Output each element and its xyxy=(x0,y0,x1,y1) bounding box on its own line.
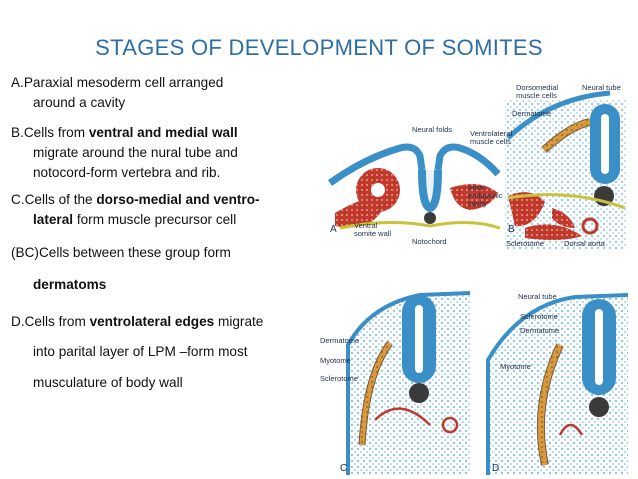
label-embryonic: embryonic xyxy=(468,191,503,200)
bullet-c: C.Cells of the dorso-medial and ventro- … xyxy=(11,190,260,230)
slide-title: STAGES OF DEVELOPMENT OF SOMITES xyxy=(95,34,543,60)
label-notochord: Notochord xyxy=(412,237,447,246)
bullet-bc-bold: dermatoms xyxy=(33,277,107,292)
label-dermatome-c: Dermatome xyxy=(320,336,359,345)
panel-b-letter: B xyxy=(508,224,515,235)
bullet-b-prefix: B.Cells from xyxy=(11,125,89,140)
label-dorsal-aorta: Dorsal aorta xyxy=(564,239,606,248)
label-neural-folds: Neural folds xyxy=(412,125,452,134)
panel-c-letter: C xyxy=(340,463,347,474)
bullet-c-bold1: dorso-medial and ventro- xyxy=(96,192,260,207)
bullet-bc-line1: (BC)Cells between these group form xyxy=(11,245,231,260)
bullet-d-2: into parital layer of LPM –form most xyxy=(11,342,248,362)
label-ventrolateral-muscle: muscle cells xyxy=(470,137,511,146)
panel-a: Neural folds A Ventral somite wall Notoc… xyxy=(327,125,501,246)
label-ventral: Ventral xyxy=(354,221,378,230)
bullet-d-prefix: D.Cells from xyxy=(11,314,90,329)
figure-panels-ab: Neural folds A Ventral somite wall Notoc… xyxy=(327,83,627,250)
bullet-d-line2: into parital layer of LPM –form most xyxy=(33,344,248,359)
bullet-c-prefix: C.Cells of the xyxy=(11,192,97,207)
bullet-c-suffix: form muscle precursor cell xyxy=(73,212,237,227)
label-neural-tube-d: Neural tube xyxy=(518,292,557,301)
panel-d: Neural tube Sclerotome Dermatome Myotome… xyxy=(486,292,629,475)
bullet-b-line2: migrate around the nural tube and xyxy=(33,145,238,160)
bullet-a-line2: around a cavity xyxy=(33,95,126,110)
bullet-c-bold2: lateral xyxy=(33,212,74,227)
panel-b: B Dorsomedial muscle cells Neural tube D… xyxy=(468,83,627,250)
bullet-b: B.Cells from ventral and medial wall mig… xyxy=(11,123,238,183)
bullet-b-bold: ventral and medial wall xyxy=(88,125,238,140)
panel-a-letter: A xyxy=(330,224,337,235)
panel-d-letter: D xyxy=(492,463,499,474)
bullet-bc-dermatoms: dermatoms xyxy=(11,275,106,295)
bullet-b-line3: notocord-form vertebra and rib. xyxy=(33,165,221,180)
label-dermatome-b: Dermatome xyxy=(512,109,551,118)
label-sclerotome-d: Sclerotome xyxy=(520,312,558,321)
label-intra: Intra- xyxy=(468,183,486,192)
bullet-a: A.Paraxial mesoderm cell arranged around… xyxy=(11,73,223,113)
bullet-d-line3: musculature of body wall xyxy=(33,375,183,390)
label-neural-tube-b: Neural tube xyxy=(582,83,621,92)
label-dorsomedial-muscle: muscle cells xyxy=(516,91,557,100)
label-myotome-d: Myotome xyxy=(500,362,531,371)
bullet-d-3: musculature of body wall xyxy=(11,373,183,393)
label-somite-wall: somite wall xyxy=(354,229,391,238)
bullet-bc: (BC)Cells between these group form xyxy=(11,243,231,263)
label-dorsomedial: Dorsomedial xyxy=(516,83,558,92)
label-sclerotome-b: Sclerotome xyxy=(506,239,544,248)
bullet-d-bold: ventrolateral edges xyxy=(89,314,215,329)
bullet-a-line1: A.Paraxial mesoderm cell arranged xyxy=(11,75,224,90)
bullet-d-suffix: migrate xyxy=(214,314,264,329)
label-myotome-c: Myotome xyxy=(320,356,351,365)
label-dermatome-d: Dermatome xyxy=(520,326,559,335)
label-cavity: cavity xyxy=(468,199,487,208)
panel-c: Dermatome Myotome Sclerotome C xyxy=(320,291,471,475)
figure-panels-cd: Dermatome Myotome Sclerotome C Neural tu… xyxy=(320,291,629,475)
bullet-d: D.Cells from ventrolateral edges migrate xyxy=(11,312,263,332)
label-sclerotome-c: Sclerotome xyxy=(320,374,358,383)
label-ventrolateral: Ventrolateral xyxy=(470,129,512,138)
